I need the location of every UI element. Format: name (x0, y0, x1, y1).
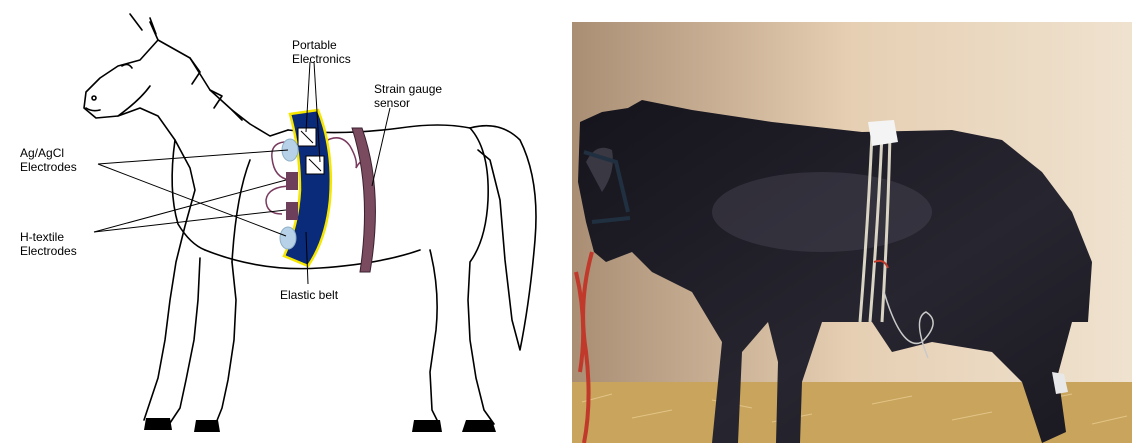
label-htextile-electrodes: H-textile Electrodes (20, 230, 77, 258)
label-agagcl-line2: Electrodes (20, 160, 77, 174)
agagcl-electrodes (280, 139, 298, 249)
horse-diagram (0, 0, 566, 443)
label-htextile-line1: H-textile (20, 230, 77, 244)
hooves (144, 418, 496, 432)
diagram-panel: Portable Electronics Strain gauge sensor… (0, 0, 566, 443)
label-strain-gauge: Strain gauge sensor (374, 82, 442, 110)
photo-panel (572, 22, 1132, 443)
label-portable-electronics: Portable Electronics (292, 38, 351, 66)
label-elastic-belt: Elastic belt (280, 288, 338, 302)
label-portable-line1: Portable (292, 38, 351, 52)
label-strain-line2: sensor (374, 96, 442, 110)
label-belt: Elastic belt (280, 288, 338, 302)
horse-photo (572, 22, 1132, 443)
body-sheen (712, 172, 932, 252)
htextile-electrodes (286, 172, 298, 220)
tape-on-withers (868, 120, 898, 146)
label-portable-line2: Electronics (292, 52, 351, 66)
label-strain-line1: Strain gauge (374, 82, 442, 96)
label-agagcl-line1: Ag/AgCl (20, 146, 77, 160)
strain-gauge-sensor (352, 128, 375, 272)
label-htextile-line2: Electrodes (20, 244, 77, 258)
leader-lines (94, 62, 390, 284)
label-agagcl-electrodes: Ag/AgCl Electrodes (20, 146, 77, 174)
